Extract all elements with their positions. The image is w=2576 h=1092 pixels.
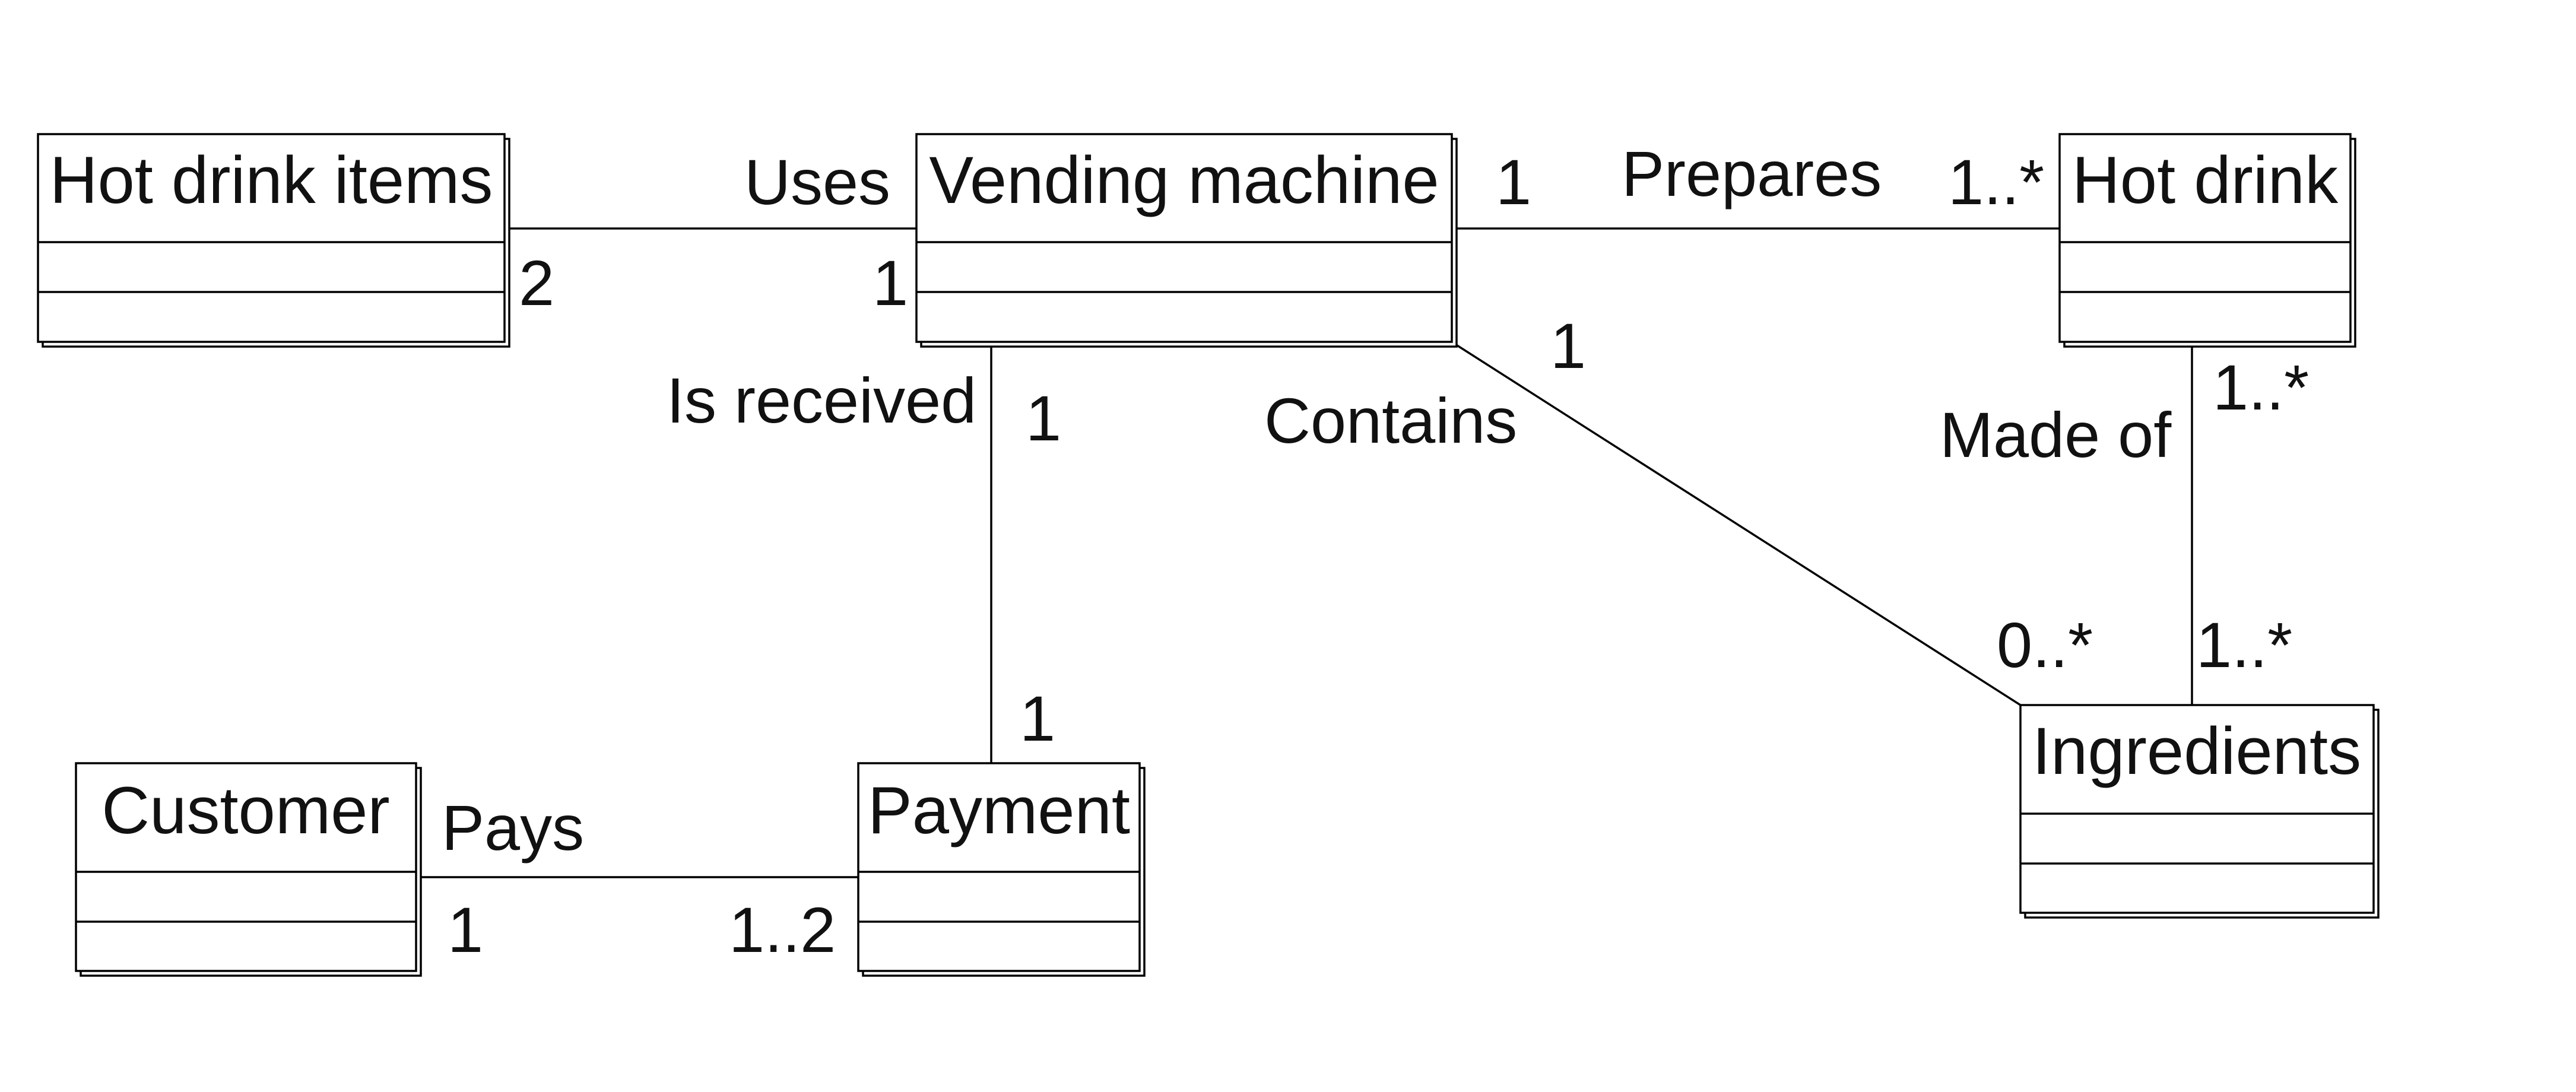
class-name-payment: Payment	[868, 773, 1130, 847]
multiplicity-uses-hot-drink-items: 2	[519, 247, 554, 319]
multiplicity-uses-vending-machine: 1	[873, 247, 908, 319]
class-hot-drink[interactable]: Hot drink	[2058, 133, 2356, 348]
multiplicity-made-of-ingredients: 1..*	[2196, 609, 2292, 681]
multiplicity-prepares-vending-machine: 1	[1496, 146, 1531, 218]
class-name-hot-drink: Hot drink	[2072, 143, 2339, 217]
multiplicity-contains-ingredients: 0..*	[1997, 609, 2093, 681]
class-name-customer: Customer	[101, 773, 389, 847]
association-pays-label: Pays	[442, 792, 584, 864]
class-payment[interactable]: Payment	[857, 762, 1146, 977]
association-uses-label: Uses	[744, 146, 890, 218]
association-contains-label: Contains	[1264, 385, 1517, 456]
class-vending-machine[interactable]: Vending machine	[915, 133, 1458, 348]
multiplicity-pays-customer: 1	[448, 894, 483, 966]
multiplicity-is-received-payment: 1	[1020, 682, 1055, 754]
class-ingredients[interactable]: Ingredients	[2019, 704, 2380, 919]
class-name-hot-drink-items: Hot drink items	[50, 143, 493, 217]
multiplicity-pays-payment: 1..2	[729, 894, 836, 966]
multiplicity-prepares-hot-drink: 1..*	[1948, 146, 2044, 218]
association-is-received-label: Is received	[667, 364, 976, 436]
association-prepares-label: Prepares	[1622, 138, 1882, 209]
association-contains-line	[1450, 340, 2021, 706]
association-made-of-label: Made of	[1940, 399, 2172, 471]
multiplicity-contains-vending-machine: 1	[1550, 310, 1586, 382]
class-name-vending-machine: Vending machine	[929, 143, 1439, 217]
class-customer[interactable]: Customer	[75, 762, 422, 977]
class-name-ingredients: Ingredients	[2032, 714, 2361, 788]
multiplicity-made-of-hot-drink: 1..*	[2213, 351, 2309, 423]
class-hot-drink-items[interactable]: Hot drink items	[37, 133, 510, 348]
multiplicity-is-received-vending-machine: 1	[1026, 382, 1061, 454]
